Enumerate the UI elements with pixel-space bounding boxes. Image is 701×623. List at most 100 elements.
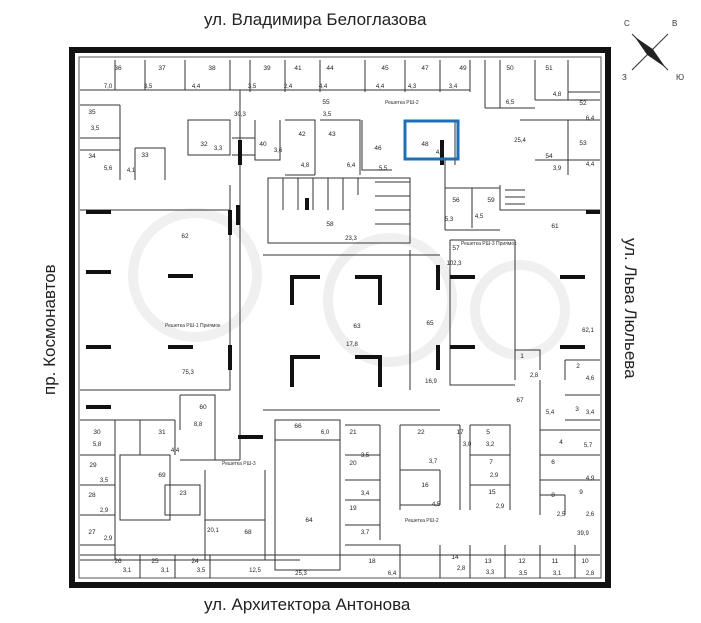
room-area-32: 3,3 <box>214 146 223 152</box>
room-number-55: 55 <box>322 99 330 106</box>
room-area-16: 4,5 <box>432 502 441 508</box>
room-area-51: 4,8 <box>553 92 562 98</box>
room-number-39: 39 <box>263 65 271 72</box>
room-area-4: 5,7 <box>584 443 593 449</box>
room-number-66: 66 <box>294 423 302 430</box>
room-area-40: 3,6 <box>274 148 283 154</box>
room-number-37: 37 <box>158 65 166 72</box>
room-area-29: 3,5 <box>100 478 109 484</box>
room-number-1: 1 <box>520 353 524 360</box>
room-area-18: 6,4 <box>388 571 397 577</box>
room-area-38: 4,4 <box>192 84 201 90</box>
room-number-54: 54 <box>545 153 553 160</box>
room-area-67: 5,4 <box>546 410 555 416</box>
room-area-17: 3,0 <box>463 442 472 448</box>
room-area-41: 2,4 <box>284 84 293 90</box>
room-area-48: 4,5 <box>436 150 445 156</box>
room-number-23: 23 <box>179 490 187 497</box>
room-area-21: 3,5 <box>361 453 370 459</box>
compass-w: З <box>622 73 627 82</box>
room-area-5: 3,2 <box>486 442 495 448</box>
room-number-43: 43 <box>328 131 336 138</box>
room-number-67: 67 <box>516 397 524 404</box>
room-number-11: 11 <box>552 558 559 565</box>
notes: Решетка РШ-2 Решетка РШ-3 Приямок Решетк… <box>165 100 517 524</box>
room-number-13: 13 <box>484 558 492 565</box>
room-area-34: 5,6 <box>104 166 113 172</box>
room-number-7: 7 <box>489 459 493 466</box>
room-area: 12,5 <box>249 568 261 574</box>
room-area-49: 3,4 <box>449 84 458 90</box>
room-number-63: 63 <box>353 323 361 330</box>
room-area-2: 4,6 <box>586 376 595 382</box>
room-area-47: 4,3 <box>408 84 417 90</box>
room-area-27: 2,9 <box>104 536 113 542</box>
room-area-50: 6,5 <box>506 100 515 106</box>
room-number-61: 61 <box>551 223 559 230</box>
room-number-50: 50 <box>506 65 514 72</box>
room-area-22: 3,7 <box>429 459 438 465</box>
room-number-35: 35 <box>88 109 96 116</box>
room-number-14: 14 <box>451 554 459 561</box>
street-left: пр. Космонавтов <box>40 264 59 395</box>
room-area-52: 6,4 <box>586 116 595 122</box>
street-top: ул. Владимира Белоглазова <box>204 10 427 29</box>
room-area-11: 3,1 <box>553 571 562 577</box>
room-number-5: 5 <box>486 429 490 436</box>
room-area: 75,3 <box>182 370 194 376</box>
room-area-33: 4,1 <box>127 168 136 174</box>
room-number-30: 30 <box>93 429 101 436</box>
room-area-13: 3,3 <box>486 570 495 576</box>
room-number-40: 40 <box>259 141 267 148</box>
room-number-34: 34 <box>88 153 96 160</box>
street-bottom: ул. Архитектора Антонова <box>204 595 411 614</box>
room-number-28: 28 <box>88 492 96 499</box>
highlighted-room-48 <box>403 119 460 161</box>
note-3: Решетка РШ-1 Приямок <box>165 323 221 329</box>
room-number-59: 59 <box>487 197 495 204</box>
compass-n: С <box>624 19 630 28</box>
room-number-62: 62 <box>181 233 189 240</box>
room-number-64: 64 <box>305 517 313 524</box>
compass-s: Ю <box>676 73 684 82</box>
room-number-65: 65 <box>426 320 434 327</box>
room-number-69: 69 <box>158 472 166 479</box>
room-area-37: 3,5 <box>144 84 153 90</box>
note-2: Решетка РШ-3 Приямок <box>461 241 517 247</box>
room-number-38: 38 <box>208 65 216 72</box>
room-area-63: 17,8 <box>346 342 358 348</box>
room-area-36: 7,0 <box>104 84 113 90</box>
room-area-35: 3,5 <box>91 126 100 132</box>
note-4: Решетка РШ-3 <box>222 461 256 467</box>
room-area-9: 2,6 <box>586 512 595 518</box>
room-area-58: 23,3 <box>345 236 357 242</box>
room-number-17: 17 <box>456 429 464 436</box>
room-number-53: 53 <box>579 140 587 147</box>
room-labels: 367,0373,5384,4393,5412,4444,4454,4474,3… <box>88 65 594 577</box>
walls <box>80 60 600 578</box>
room-area-56: 5,3 <box>445 217 454 223</box>
room-number-3: 3 <box>575 406 579 413</box>
room-area-15: 2,9 <box>496 504 505 510</box>
room-area-24: 3,5 <box>197 568 206 574</box>
room-area-61: 62,1 <box>582 328 594 334</box>
room-area-54: 3,9 <box>553 166 562 172</box>
room-number-57: 57 <box>452 245 460 252</box>
room-number-6: 6 <box>551 459 555 466</box>
room-number-36: 36 <box>114 65 122 72</box>
room-number-29: 29 <box>89 462 97 469</box>
room-number-25: 25 <box>151 558 159 565</box>
room-number-42: 42 <box>298 131 306 138</box>
room-area-26: 3,1 <box>123 568 132 574</box>
room-number-9: 9 <box>579 489 583 496</box>
room-area-8: 2,5 <box>557 512 566 518</box>
note-1: Решетка РШ-2 <box>385 100 419 106</box>
room-area-28: 2,9 <box>100 508 109 514</box>
room-number-68: 68 <box>244 529 252 536</box>
room-number-32: 32 <box>200 141 208 148</box>
room-area-3: 3,4 <box>586 410 595 416</box>
room-number-18: 18 <box>368 558 376 565</box>
room-number-2: 2 <box>576 363 580 370</box>
room-number-58: 58 <box>326 221 334 228</box>
